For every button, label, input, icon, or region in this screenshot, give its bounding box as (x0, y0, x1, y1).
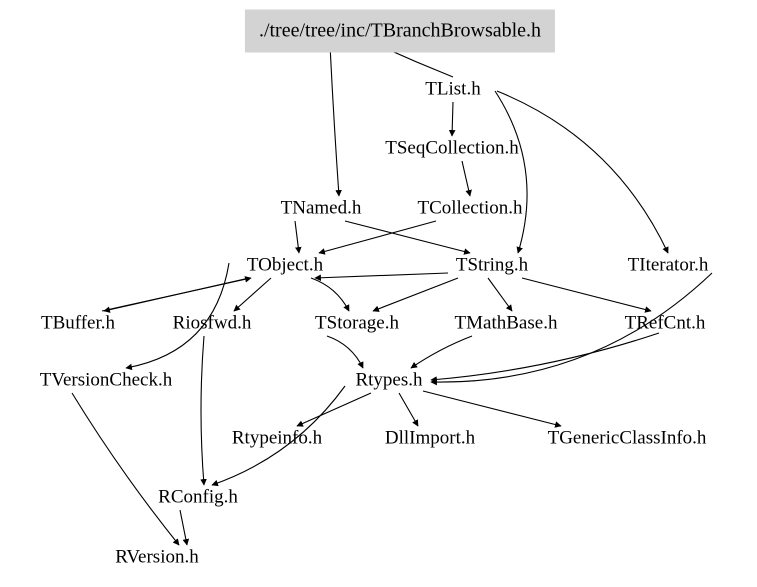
graph-node-rversion[interactable]: RVersion.h (115, 546, 199, 568)
graph-edge-tlist-to-tseqcollection (448, 101, 456, 137)
graph-node-tstorage[interactable]: TStorage.h (315, 312, 399, 334)
graph-edge-tcollection-to-tobject (318, 220, 437, 255)
graph-edge-tbuffer-to-tobject (101, 276, 252, 312)
graph-node-rtypeinfo[interactable]: Rtypeinfo.h (231, 427, 323, 449)
graph-node-root[interactable]: ./tree/tree/inc/TBranchBrowsable.h (244, 9, 556, 53)
graph-edge-rtypes-to-dllimport (398, 392, 419, 427)
graph-edge-tstring-to-tstorage (372, 277, 459, 312)
graph-edge-tstring-to-tmathbase (487, 277, 513, 312)
graph-node-tobject[interactable]: TObject.h (246, 254, 324, 276)
graph-node-tbuffer[interactable]: TBuffer.h (40, 312, 116, 334)
graph-edge-tnamed-to-tstring (344, 220, 471, 255)
graph-node-riosfwd[interactable]: Riosfwd.h (172, 312, 252, 334)
graph-edge-tnamed-to-tobject (294, 220, 302, 254)
graph-edge-root-to-tnamed (329, 44, 342, 197)
graph-edge-tstring-to-trefcnt (521, 277, 652, 313)
graph-node-tseqcollection[interactable]: TSeqCollection.h (385, 137, 519, 159)
graph-node-trefcnt[interactable]: TRefCnt.h (624, 312, 706, 334)
graph-node-tnamed[interactable]: TNamed.h (280, 197, 362, 219)
graph-node-titerator[interactable]: TIterator.h (627, 254, 709, 276)
graph-edge-riosfwd-to-rconfig (200, 335, 207, 486)
graph-node-rconfig[interactable]: RConfig.h (158, 486, 238, 508)
graph-node-tlist[interactable]: TList.h (425, 78, 481, 100)
graph-edge-rtypes-to-rtypeinfo (296, 392, 372, 427)
graph-edge-tmathbase-to-rtypes (410, 335, 473, 369)
graph-edge-tobject-to-tstorage (310, 277, 350, 312)
graph-node-rtypes[interactable]: Rtypes.h (355, 369, 423, 391)
graph-edge-trefcnt-to-rtypes (430, 332, 660, 383)
graph-edge-tobject-to-tbuffer (103, 277, 250, 313)
graph-node-tstring[interactable]: TString.h (455, 254, 529, 276)
graph-edge-tstorage-to-rtypes (326, 335, 364, 369)
graph-edge-tobject-to-riosfwd (233, 277, 272, 312)
graph-node-dllimport[interactable]: DllImport.h (384, 427, 476, 449)
graph-edge-rtypes-to-tgenericclassinfo (422, 390, 562, 428)
graph-edge-rconfig-to-rversion (179, 509, 190, 546)
graph-edge-tstring-to-tobject (314, 272, 449, 282)
graph-edge-tlist-to-titerator (496, 90, 669, 254)
graph-edge-tlist-to-tstring (494, 90, 528, 254)
graph-node-tgenericclassinfo[interactable]: TGenericClassInfo.h (547, 427, 707, 449)
graph-node-tversioncheck[interactable]: TVersionCheck.h (39, 369, 173, 391)
graph-node-tmathbase[interactable]: TMathBase.h (454, 312, 558, 334)
graph-edge-tversioncheck-to-rversion (71, 392, 180, 546)
graph-edge-tseqcollection-to-tcollection (461, 160, 472, 197)
graph-node-tcollection[interactable]: TCollection.h (417, 197, 523, 219)
